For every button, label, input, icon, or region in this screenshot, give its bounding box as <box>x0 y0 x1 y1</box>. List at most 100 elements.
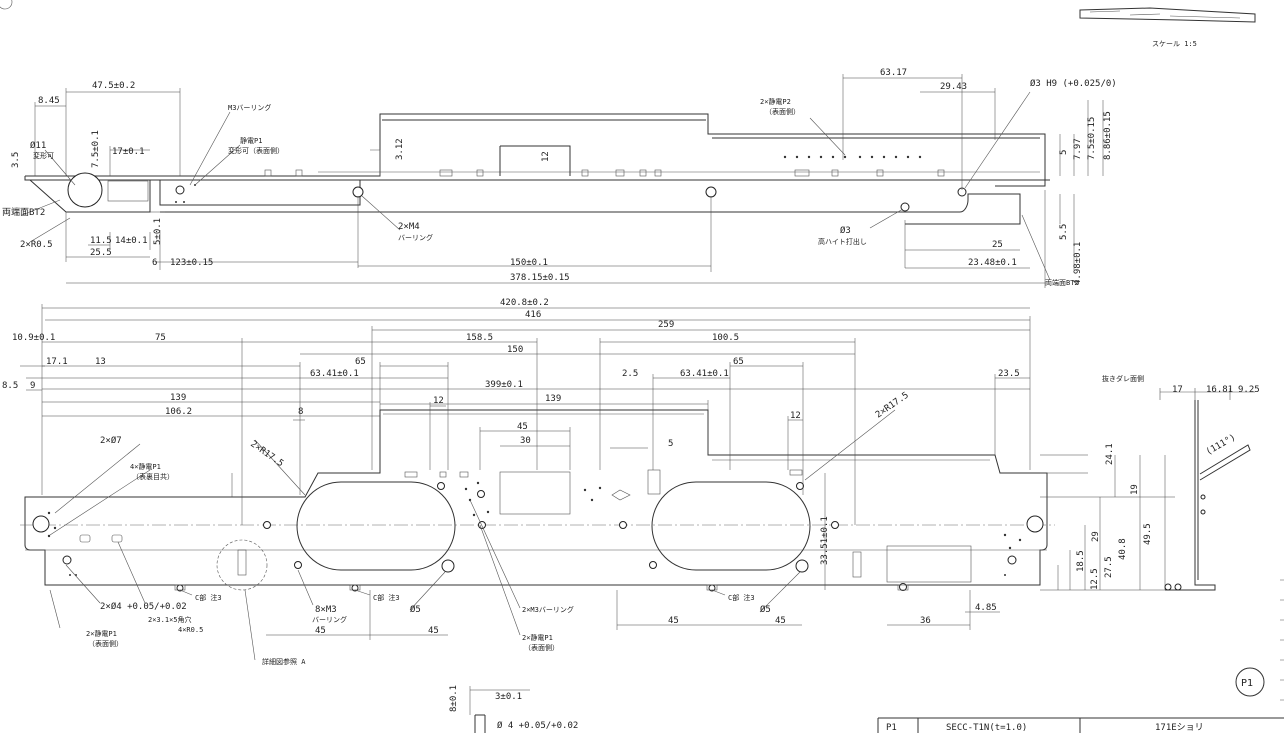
plan-note-burring: バーリング <box>312 615 347 624</box>
balloon-label: P1 <box>1241 678 1253 689</box>
side-dim-25: 25 <box>992 240 1003 250</box>
side-note-takahaito: 高ハイト打出し <box>818 237 867 246</box>
phi5-hole-left <box>441 559 455 573</box>
side-note-r05: 2×R0.5 <box>20 240 53 250</box>
phi5-hole-right <box>795 559 809 573</box>
plan-note-phi7: 2×Ø7 <box>100 435 122 446</box>
side-dim-5: 5±0.1 <box>153 218 163 245</box>
side-dim-5-5: 5.5 <box>1059 224 1069 240</box>
plan-dim-45a: 45 <box>315 626 326 636</box>
m4-burring-left <box>352 186 364 198</box>
square-slot-1 <box>79 534 91 543</box>
side-dim-378: 378.15±0.15 <box>510 273 570 283</box>
side-note-bt2-left: 両端面BT2 <box>2 206 45 218</box>
side-dim-12: 12 <box>541 151 551 162</box>
side-dim-6: 6 <box>152 258 157 268</box>
plan-dim-259: 259 <box>658 320 674 330</box>
plan-note-omote-ura: （表裏目共） <box>132 472 174 481</box>
detail-a-circle <box>216 539 268 591</box>
plan-dim-23-5: 23.5 <box>998 369 1020 379</box>
phi11-hole <box>67 172 103 208</box>
plan-note-m3-8: 8×M3 <box>315 605 337 615</box>
plan-dim-13: 13 <box>95 357 106 367</box>
side-note-henkei-omote: 変形可（表面側） <box>228 146 284 155</box>
plan-note-r05-4: 4×R0.5 <box>178 626 203 634</box>
flange-dim-17: 17 <box>1172 385 1183 395</box>
plan-note-r17-5b: 2×R17.5 <box>874 391 911 421</box>
title-block: P1 SECC-T1N(t=1.0) 171Eショリ <box>877 717 1284 733</box>
plan-dim-158-5: 158.5 <box>466 333 493 343</box>
obround-left <box>296 481 456 571</box>
plan-dim-2-5: 2.5 <box>622 369 638 379</box>
plan-dim-150: 150 <box>507 345 523 355</box>
plan-dim-36: 36 <box>920 616 931 626</box>
phi4-hole-right <box>1007 555 1017 565</box>
obround-right <box>651 481 811 571</box>
plan-view: 420.8±0.2 416 259 10.9±0.1 75 158.5 100.… <box>2 298 1260 666</box>
plan-note-seiden-p1b: 2×静電P1 <box>522 633 553 642</box>
side-dim-8-45: 8.45 <box>38 96 60 106</box>
plan-dim-63-41b: 63.41±0.1 <box>680 369 729 379</box>
plan-dim-45c: 45 <box>668 616 679 626</box>
plan-dim-45d: 45 <box>775 616 786 626</box>
scale-label: スケール 1:5 <box>1152 40 1197 48</box>
plan-dim-33-51: 33.51±0.1 <box>820 516 830 565</box>
side-note-m4-burring: バーリング <box>398 233 433 242</box>
plan-dim-5: 5 <box>668 439 673 449</box>
plan-dim-139b: 139 <box>545 394 561 404</box>
side-dim-8-86: 8.86±0.15 <box>1103 111 1113 160</box>
plan-dim-18-5: 18.5 <box>1076 550 1086 572</box>
plan-dim-40-8: 40.8 <box>1118 538 1128 560</box>
plan-dim-8: 8 <box>298 407 303 417</box>
side-note-phi3-h9: Ø3 H9 (+0.025/0) <box>1030 78 1117 89</box>
plan-dim-9: 9 <box>30 381 35 391</box>
side-note-m3-burring: M3バーリング <box>228 103 271 112</box>
plan-dim-12a: 12 <box>433 396 444 406</box>
side-dim-150: 150±0.1 <box>510 258 548 268</box>
side-view: 47.5±0.2 8.45 Ø11 変形可 17±0.1 7.5±0.1 3.5… <box>2 68 1117 288</box>
plan-dim-65b: 65 <box>733 357 744 367</box>
plan-dim-420: 420.8±0.2 <box>500 298 549 308</box>
detail-dim-8: 8±0.1 <box>449 685 459 712</box>
plan-dim-29: 29 <box>1091 531 1101 542</box>
plan-dim-27-5: 27.5 <box>1104 556 1114 578</box>
side-note-bt2-right: 両端面BT2 <box>1045 278 1079 287</box>
plan-dim-19: 19 <box>1130 484 1140 495</box>
plan-note-slot: 2×3.1×5角穴 <box>148 615 192 624</box>
plan-dim-17-1: 17.1 <box>46 357 68 367</box>
side-dim-14: 14±0.1 <box>115 236 148 246</box>
title-part: P1 <box>886 723 897 733</box>
side-dim-29-43: 29.43 <box>940 82 967 92</box>
plan-dim-139a: 139 <box>170 393 186 403</box>
side-dim-7-5b: 7.5±0.15 <box>1087 117 1097 160</box>
side-note-m4: 2×M4 <box>398 222 420 232</box>
plan-note-c-b: C部 注3 <box>373 593 400 602</box>
side-dim-4-98: 4.98±0.1 <box>1073 242 1083 285</box>
plan-dim-49-5: 49.5 <box>1143 523 1153 545</box>
plan-rect-right <box>886 545 972 583</box>
plan-dim-30: 30 <box>520 436 531 446</box>
side-note-omote: （表面側） <box>765 107 800 116</box>
side-dim-7-97: 7.97 <box>1073 138 1083 160</box>
side-note-seiden-p2: 2×静電P2 <box>760 97 791 106</box>
plan-dim-12b: 12 <box>790 411 801 421</box>
plan-dim-63-41a: 63.41±0.1 <box>310 369 359 379</box>
side-dim-23-48: 23.48±0.1 <box>968 258 1017 268</box>
plan-note-m3-2: 2×M3バーリング <box>522 605 574 614</box>
side-note-phi3: Ø3 <box>840 225 851 236</box>
view-marker-circle <box>0 0 13 10</box>
phi7-hole-left <box>32 515 50 533</box>
flange-dim-16-81: 16.81 <box>1206 385 1233 395</box>
plan-dim-75: 75 <box>155 333 166 343</box>
plan-note-detail: 詳細図参照 A <box>262 657 306 666</box>
plan-note-r17-5a: 2×R17.5 <box>248 439 285 469</box>
plan-rect-center <box>499 471 571 515</box>
iso-thumbnail <box>1079 7 1256 23</box>
side-dim-63-17: 63.17 <box>880 68 907 78</box>
flange-dim-9-25: 9.25 <box>1238 385 1260 395</box>
plan-dim-12-5: 12.5 <box>1090 568 1100 590</box>
side-note-henkei: 変形可 <box>33 151 54 160</box>
flange-note-nukidare: 抜きダレ面側 <box>1102 374 1144 383</box>
phi7-hole-right <box>1026 515 1044 533</box>
